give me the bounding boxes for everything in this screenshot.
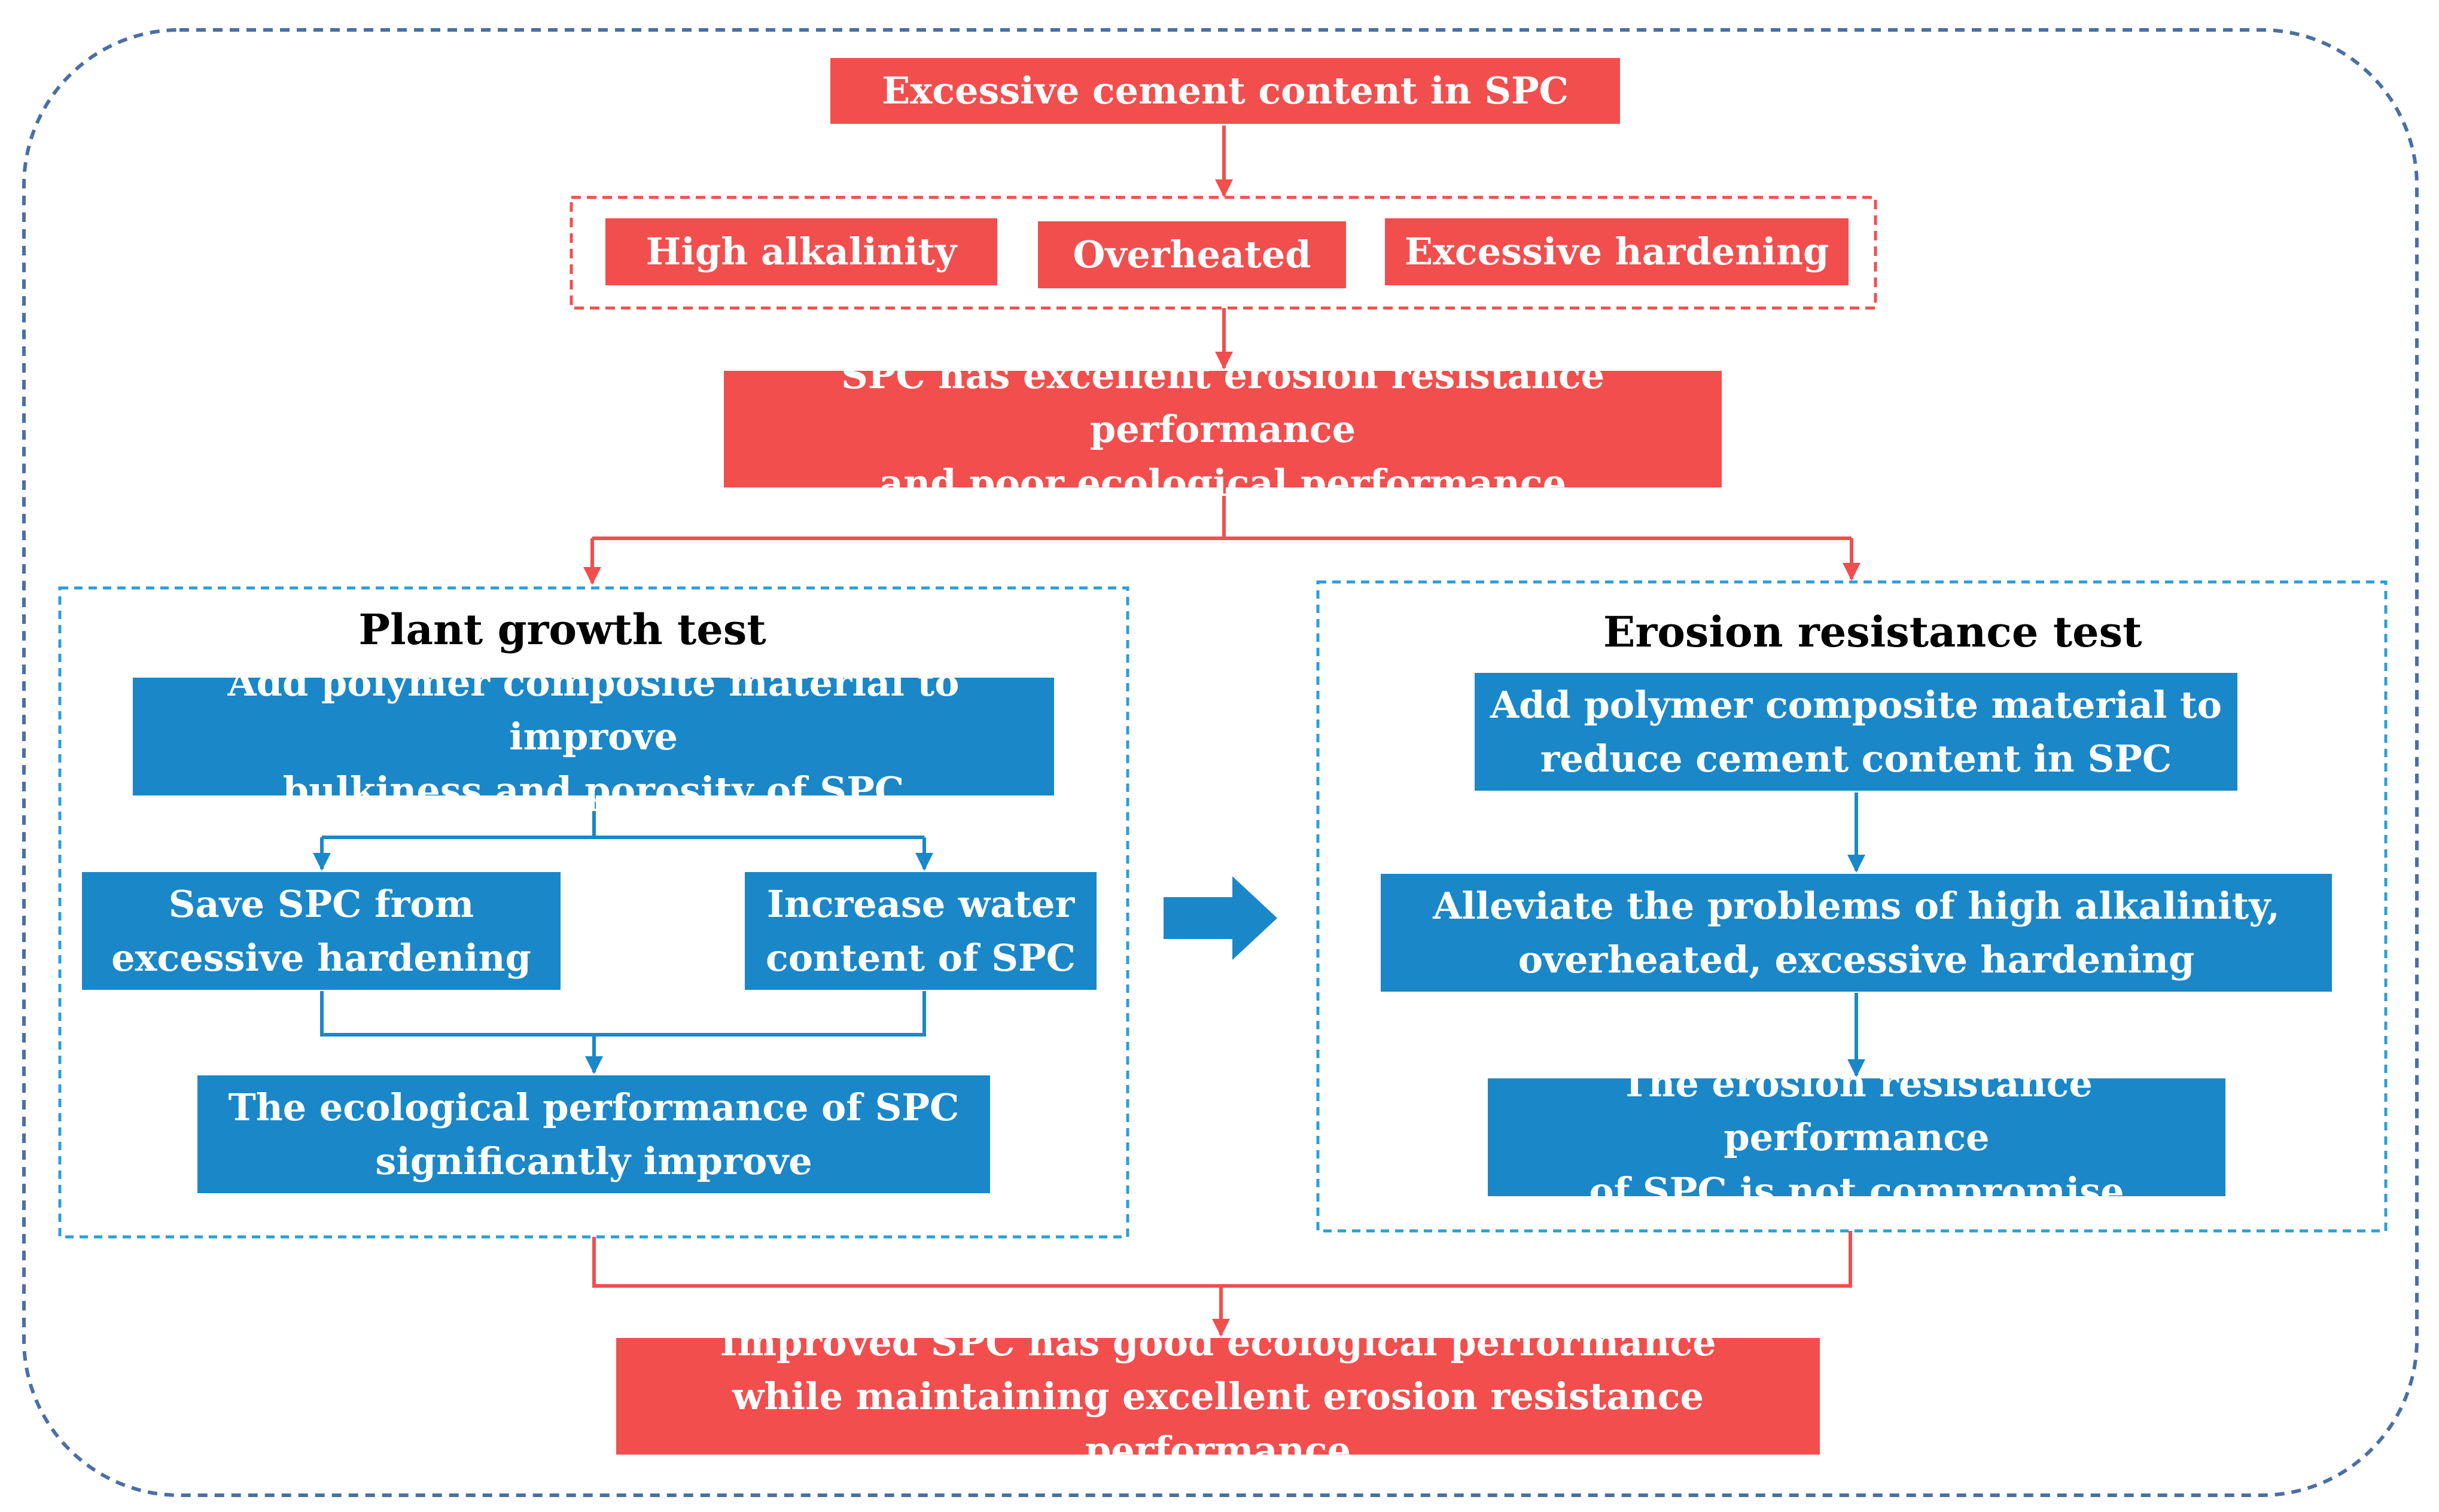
problem-excessive-hardening-label: Excessive hardening — [1404, 230, 1829, 273]
right-arrow-icon — [1164, 876, 1277, 960]
erosion-add-line-2: reduce cement content in SPC — [1540, 736, 2172, 781]
summary-line-2: and poor ecological performance — [879, 461, 1567, 505]
plant-add-line-1: Add polymer composite material to improv… — [227, 660, 960, 758]
increase-water-box: Increase water content of SPC — [745, 872, 1097, 990]
ecological-improve-line-1: The ecological performance of SPC — [228, 1085, 960, 1129]
conclusion-box: Improved SPC has good ecological perform… — [616, 1321, 1820, 1472]
problems-group-frame — [570, 196, 1877, 310]
summary-line-1: SPC has excellent erosion resistance per… — [841, 353, 1605, 451]
increase-water-line-2: content of SPC — [766, 935, 1076, 980]
save-spc-line-1: Save SPC from — [168, 882, 474, 926]
plant-add-line-2: bulkiness and porosity of SPC — [282, 768, 905, 812]
erosion-result-line-1: The erosion resistance performance — [1621, 1061, 2093, 1159]
conclusion-line-2: while maintaining excellent erosion resi… — [732, 1374, 1704, 1472]
problem-high-alkalinity-box: High alkalinity — [605, 218, 997, 285]
plant-test-heading: Plant growth test — [358, 605, 766, 654]
ecological-improve-box: The ecological performance of SPC signif… — [197, 1075, 990, 1193]
erosion-not-compromise-box: The erosion resistance performance of SP… — [1488, 1062, 2225, 1213]
problem-overheated-label: Overheated — [1073, 233, 1311, 276]
erosion-result-line-2: of SPC is not compromise — [1589, 1169, 2124, 1213]
blue-connectors — [313, 792, 1865, 1077]
save-spc-line-2: excessive hardening — [111, 935, 531, 980]
plant-add-polymer-box: Add polymer composite material to improv… — [133, 661, 1054, 812]
conclusion-line-1: Improved SPC has good ecological perform… — [720, 1320, 1716, 1364]
erosion-add-line-1: Add polymer composite material to — [1490, 682, 2222, 727]
erosion-test-heading: Erosion resistance test — [1603, 607, 2142, 657]
problem-excessive-hardening-box: Excessive hardening — [1385, 218, 1849, 285]
excessive-cement-label: Excessive cement content in SPC — [882, 69, 1569, 112]
problem-overheated-box: Overheated — [1038, 221, 1346, 288]
alleviate-line-1: Alleviate the problems of high alkalinit… — [1433, 883, 2280, 928]
erosion-add-polymer-box: Add polymer composite material to reduce… — [1475, 673, 2237, 791]
erosion-test-frame — [1316, 580, 2388, 1233]
save-spc-box: Save SPC from excessive hardening — [82, 872, 561, 990]
red-connectors — [583, 126, 1861, 1337]
alleviate-line-2: overheated, excessive hardening — [1518, 937, 2195, 981]
alleviate-problems-box: Alleviate the problems of high alkalinit… — [1381, 874, 2332, 992]
plant-test-frame — [58, 586, 1129, 1239]
summary-box: SPC has excellent erosion resistance per… — [724, 353, 1722, 505]
ecological-improve-line-2: significantly improve — [375, 1139, 812, 1183]
increase-water-line-1: Increase water — [766, 882, 1075, 926]
outer-frame — [22, 28, 2419, 1497]
problem-high-alkalinity-label: High alkalinity — [645, 230, 957, 273]
excessive-cement-box: Excessive cement content in SPC — [830, 58, 1620, 124]
